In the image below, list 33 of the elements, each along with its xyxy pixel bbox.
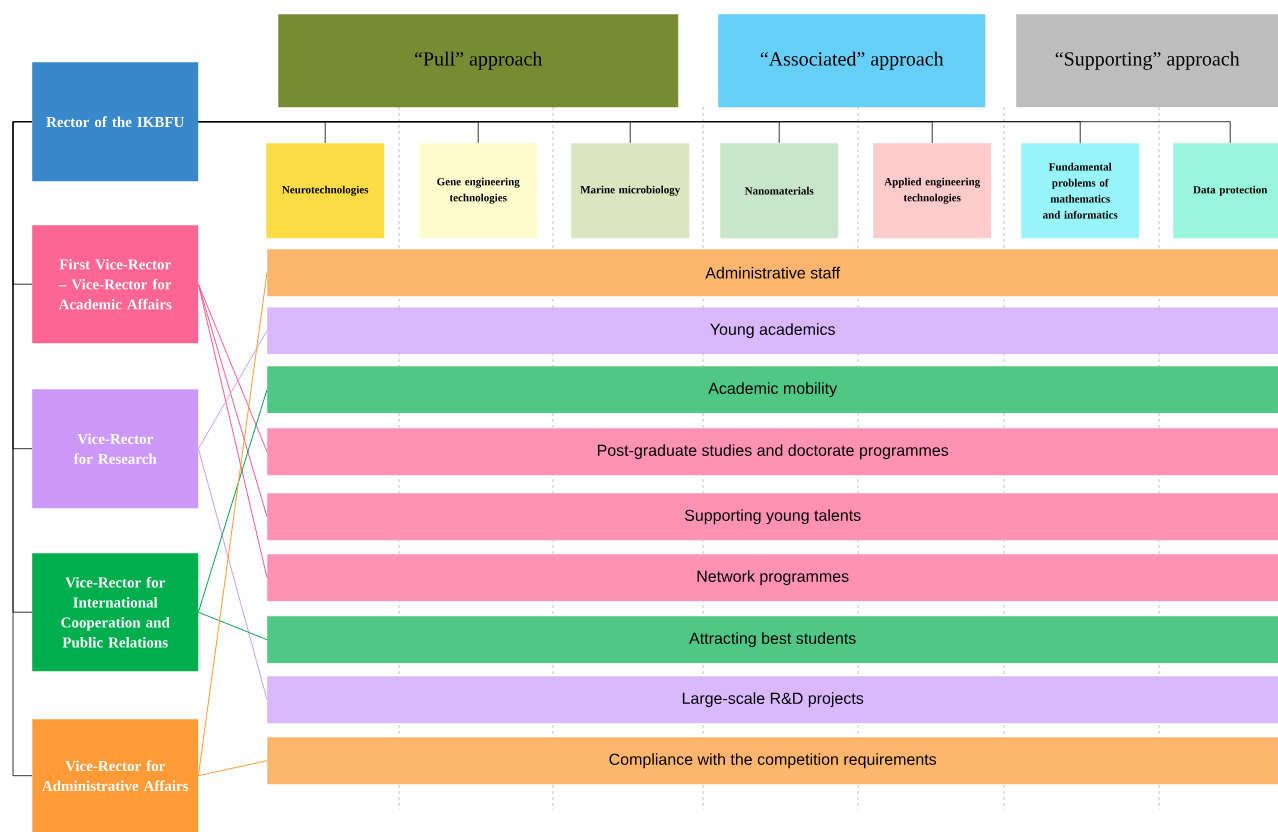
programme-band: Administrative staff: [267, 249, 1278, 297]
role-box: Vice-Rector for International Cooperation and Public Relations: [32, 553, 199, 672]
role-box: Rector of the IKBFU: [32, 62, 199, 182]
programme-band: Network programmes: [267, 554, 1278, 602]
approach-box: “Supporting” approach: [1016, 14, 1278, 108]
connector-line: [197, 389, 268, 613]
approach-box: “Associated” approach: [718, 14, 986, 108]
topic-box: Gene engineering technologies: [419, 143, 538, 239]
programme-band: Attracting best students: [267, 616, 1278, 664]
programme-band: Supporting young talents: [267, 493, 1278, 541]
connector-line: [197, 760, 268, 777]
topic-box: Applied engineering technologies: [873, 143, 992, 239]
programme-band: Compliance with the competition requirements: [267, 737, 1278, 785]
connector-line: [197, 330, 268, 450]
topic-box: Neurotechnologies: [266, 143, 385, 239]
role-box: Vice-Rector for Administrative Affairs: [32, 719, 199, 832]
topic-box: Marine microbiology: [571, 143, 690, 239]
programme-band: Academic mobility: [267, 366, 1278, 414]
connector-line: [197, 448, 268, 701]
programme-band: Post-graduate studies and doctorate programmes: [267, 428, 1278, 476]
programme-band: Young academics: [267, 307, 1278, 355]
role-box: Vice-Rector for Research: [32, 389, 199, 509]
role-box: First Vice-Rector – Vice-Rector for Academic Affairs: [32, 225, 199, 344]
connector-line: [197, 283, 268, 453]
connector-line: [197, 611, 268, 641]
topic-box: Data protection: [1173, 143, 1278, 239]
connector-line: [12, 121, 33, 777]
connector-line: [197, 283, 268, 579]
connector-line: [197, 272, 268, 777]
approach-box: “Pull” approach: [278, 14, 679, 108]
programme-band: Large-scale R&D projects: [267, 676, 1278, 724]
topic-box: Fundamental problems of mathematics and informatics: [1021, 143, 1140, 239]
topic-box: Nanomaterials: [720, 143, 839, 239]
